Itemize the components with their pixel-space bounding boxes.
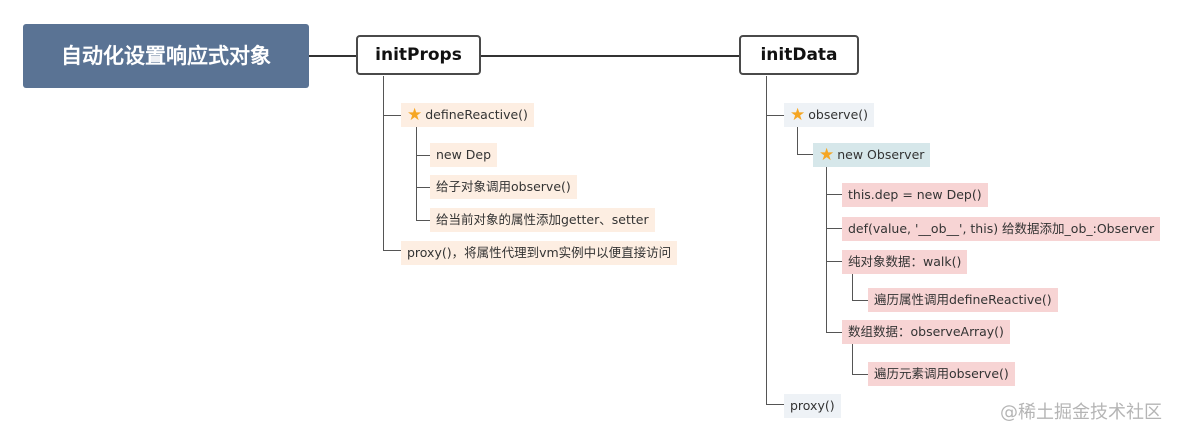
root-node[interactable]: 自动化设置响应式对象 <box>23 24 309 88</box>
child-observe-link <box>416 187 430 188</box>
initprops-branch-line <box>383 76 384 250</box>
observe-node[interactable]: ★observe() <box>784 103 875 127</box>
watermark: @稀土掘金技术社区 <box>1000 402 1162 423</box>
observe-array-link <box>826 332 842 333</box>
walk-link <box>826 261 842 262</box>
star-icon: ★ <box>790 105 806 125</box>
initdata-branch-line <box>766 76 767 404</box>
getter-setter-node[interactable]: 给当前对象的属性添加getter、setter <box>430 208 655 232</box>
observe-array-child-link <box>852 374 868 375</box>
definereactive-label: defineReactive() <box>425 107 528 122</box>
def-link <box>826 228 842 229</box>
observe-array-branch-line <box>852 344 853 374</box>
new-observer-label: new Observer <box>837 147 925 162</box>
getter-setter-link <box>416 220 430 221</box>
data-proxy-node[interactable]: proxy() <box>784 394 841 418</box>
initprops-node[interactable]: initProps <box>356 35 481 75</box>
walk-branch-line <box>852 274 853 300</box>
this-dep-node[interactable]: this.dep = new Dep() <box>842 183 988 207</box>
observe-label: observe() <box>808 107 869 122</box>
observe-array-child-node[interactable]: 遍历元素调用observe() <box>868 362 1015 386</box>
observe-branch-line <box>797 127 798 154</box>
new-dep-link <box>416 155 430 156</box>
new-observer-node[interactable]: ★new Observer <box>813 143 931 167</box>
walk-child-node[interactable]: 遍历属性调用defineReactive() <box>868 288 1058 312</box>
new-observer-branch-line <box>826 167 827 332</box>
observe-array-node[interactable]: 数组数据：observeArray() <box>842 320 1010 344</box>
definereactive-node[interactable]: ★defineReactive() <box>401 103 534 127</box>
def-ob-node[interactable]: def(value, '__ob__', this) 给数据添加_ob_:Obs… <box>842 217 1161 241</box>
star-icon: ★ <box>819 145 835 165</box>
new-observer-link <box>797 154 813 155</box>
definereactive-branch-line <box>416 127 417 221</box>
walk-child-link <box>852 300 868 301</box>
new-dep-node[interactable]: new Dep <box>430 143 498 167</box>
initdata-node[interactable]: initData <box>739 35 859 75</box>
star-icon: ★ <box>407 105 423 125</box>
data-proxy-link <box>766 404 784 405</box>
observe-link <box>766 115 784 116</box>
props-proxy-node[interactable]: proxy()，将属性代理到vm实例中以便直接访问 <box>401 241 678 265</box>
this-dep-link <box>826 194 842 195</box>
props-data-connector <box>481 55 739 57</box>
definereactive-link <box>383 115 401 116</box>
walk-node[interactable]: 纯对象数据：walk() <box>842 250 968 274</box>
child-observe-node[interactable]: 给子对象调用observe() <box>430 175 577 199</box>
root-connector <box>309 55 356 57</box>
props-proxy-link <box>383 250 401 251</box>
